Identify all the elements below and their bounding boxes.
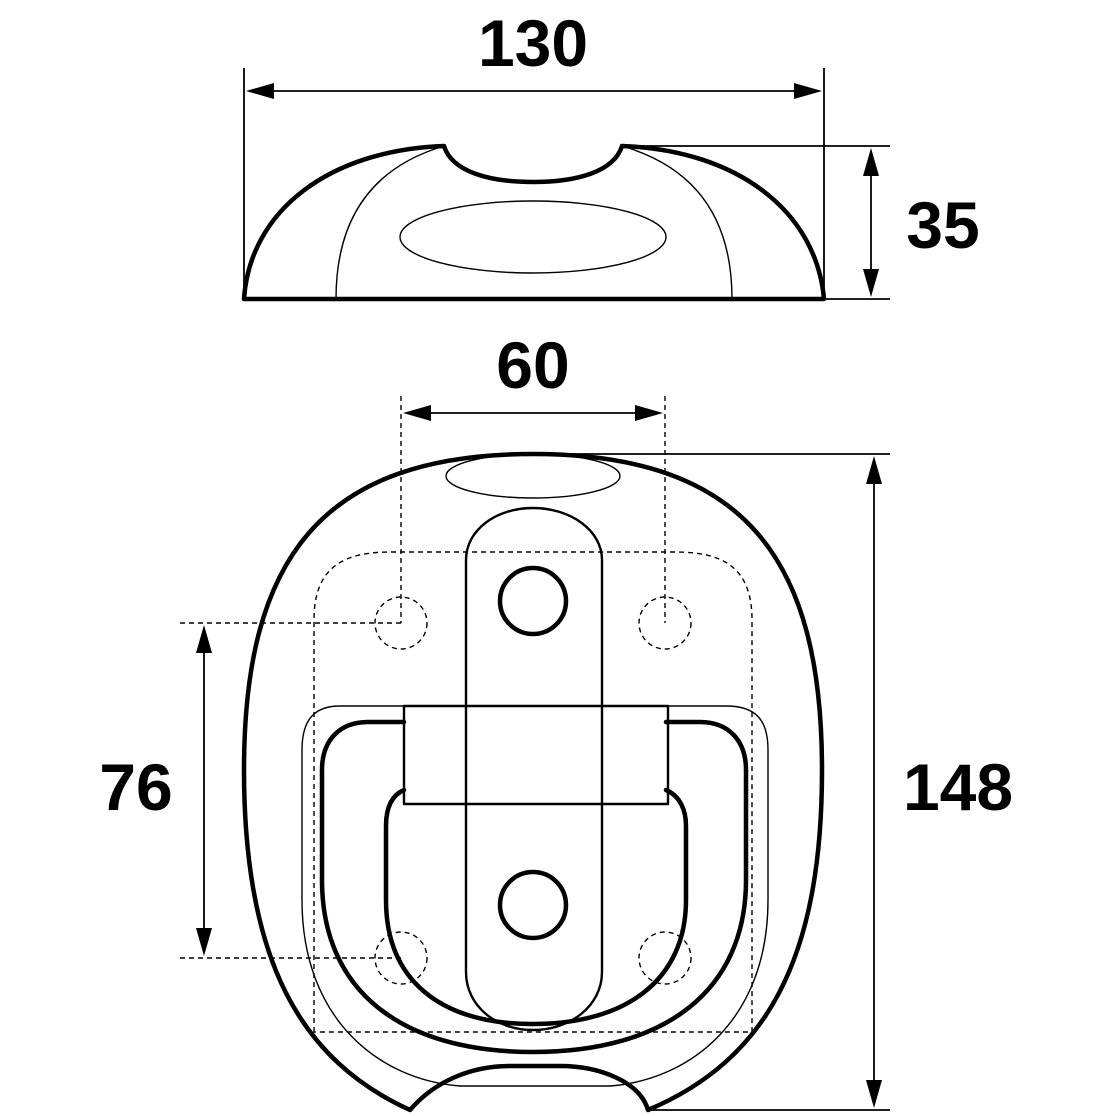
dimension-76: 76: [99, 622, 401, 959]
dimension-label-76: 76: [99, 750, 172, 824]
side-elevation-view: [241, 143, 827, 302]
arrowhead-right: [635, 405, 663, 421]
plan-view: [241, 451, 825, 1113]
side-elevation-inner-curve-left: [335, 145, 445, 300]
plan-strap: [464, 506, 604, 1032]
side-elevation-outline: [241, 143, 827, 302]
arrowhead-bottom: [196, 928, 212, 956]
plan-bracket-block: [402, 704, 670, 806]
plan-bolt-hole-top: [497, 565, 569, 637]
side-elevation-inner-curve-right: [621, 145, 733, 300]
plan-mount-hole-bottom-right: [638, 931, 692, 985]
dimension-130: 130: [243, 6, 825, 299]
arrowhead-bottom: [863, 269, 879, 297]
dimension-60: 60: [400, 328, 666, 623]
arrowhead-left: [246, 83, 274, 99]
dimension-label-60: 60: [496, 328, 569, 402]
plan-d-ring-inner: [383, 787, 689, 1027]
arrowhead-top: [863, 148, 879, 176]
arrowhead-top: [196, 625, 212, 653]
plan-ring-cavity-outline: [301, 705, 769, 1087]
arrowhead-top: [866, 456, 882, 484]
dimension-label-148: 148: [903, 750, 1013, 824]
side-elevation-oval-recess: [399, 200, 667, 274]
dimension-label-130: 130: [478, 6, 588, 80]
arrowhead-bottom: [866, 1080, 882, 1108]
plan-base-dashed-outline: [313, 551, 753, 1033]
dimension-label-35: 35: [906, 188, 979, 262]
arrowhead-left: [403, 405, 431, 421]
plan-bolt-hole-bottom: [497, 869, 569, 941]
plan-top-oval-recess: [445, 453, 621, 499]
plan-d-ring-outer: [319, 719, 749, 1055]
plan-body-outline: [241, 451, 825, 1113]
dimension-148: 148: [533, 453, 1013, 1111]
plan-mount-hole-bottom-left: [374, 931, 428, 985]
arrowhead-right: [794, 83, 822, 99]
dimension-35: 35: [622, 145, 980, 300]
